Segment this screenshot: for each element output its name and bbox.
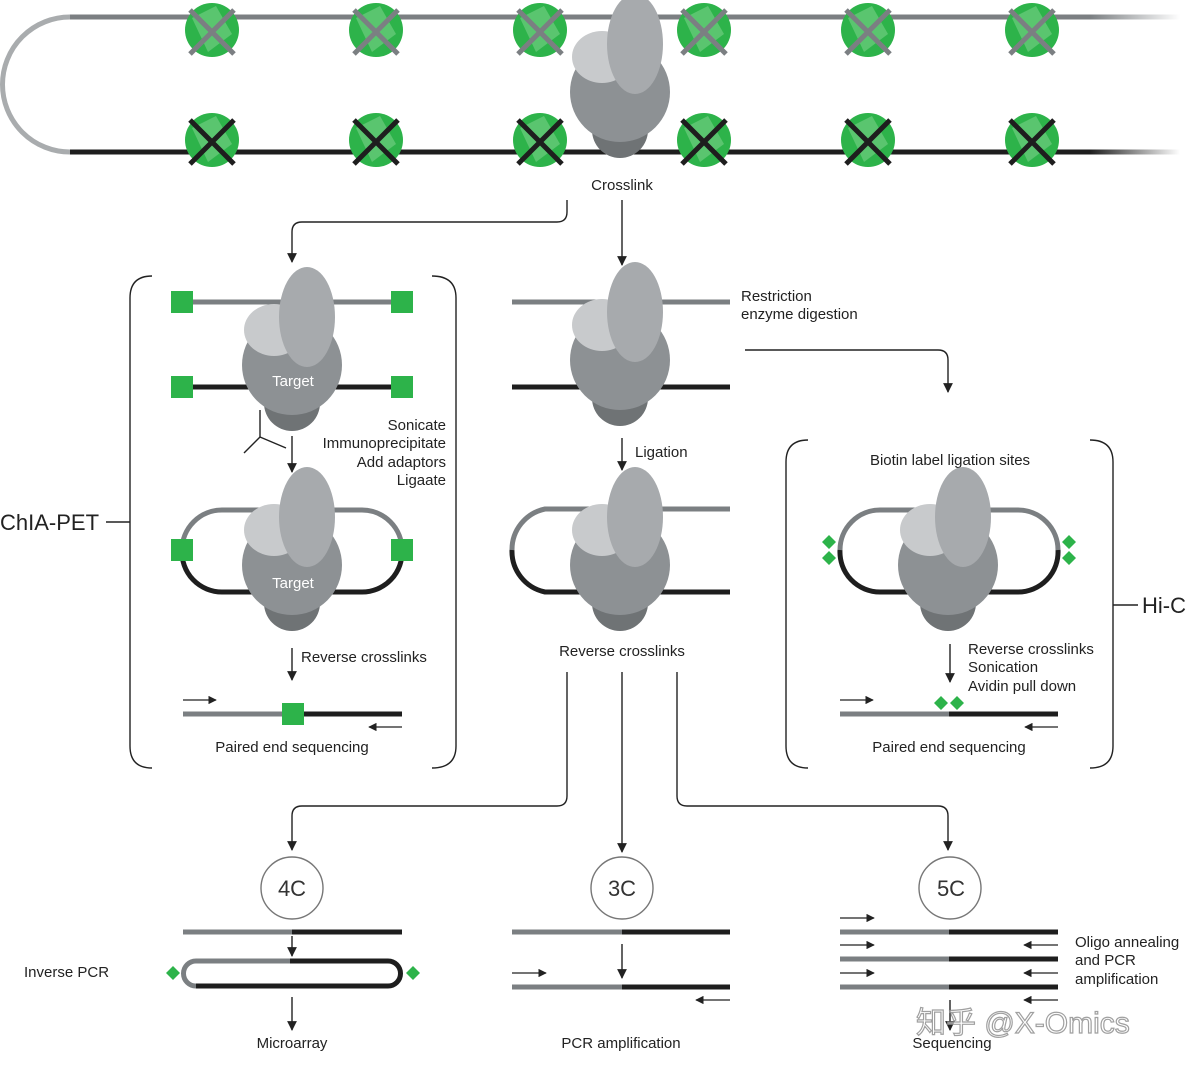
label-oligo-3: amplification bbox=[1075, 971, 1158, 988]
label-4c: 4C bbox=[278, 876, 306, 901]
biotin-diamond bbox=[1062, 535, 1076, 565]
protein-complex-digestion bbox=[570, 262, 670, 426]
antibody-icon bbox=[243, 410, 287, 454]
circle-4c bbox=[260, 856, 324, 920]
label-sonicate: Sonicate bbox=[388, 417, 446, 434]
label-hi-c: Hi-C bbox=[1142, 593, 1186, 618]
oligo-strands bbox=[840, 913, 1058, 1005]
adaptor-square bbox=[391, 376, 413, 398]
label-restriction-1: Restriction bbox=[741, 288, 812, 305]
bracket-right-close bbox=[1089, 439, 1114, 769]
label-5c: 5C bbox=[937, 876, 965, 901]
nucleosome bbox=[349, 3, 403, 57]
center-ligated-loop bbox=[509, 467, 730, 631]
bracket-left-open bbox=[129, 275, 153, 769]
label-hic-step-2: Sonication bbox=[968, 659, 1038, 676]
method-4c: 4C Inverse PCR Microarray bbox=[24, 856, 420, 1052]
label-hic-step-3: Avidin pull down bbox=[968, 678, 1076, 695]
adaptor-square bbox=[391, 539, 413, 561]
label-pcr-amplification: PCR amplification bbox=[561, 1035, 680, 1052]
adaptor-square bbox=[171, 376, 193, 398]
arrow-to-4c bbox=[287, 672, 568, 851]
label-restriction-2: enzyme digestion bbox=[741, 306, 858, 323]
dna-loop-left bbox=[0, 14, 71, 155]
chromatin-top: Crosslink bbox=[0, 0, 1180, 194]
label-microarray: Microarray bbox=[257, 1035, 328, 1052]
adaptor-square bbox=[171, 539, 193, 561]
nucleosome bbox=[1005, 3, 1059, 57]
nucleosome bbox=[1005, 113, 1059, 167]
watermark: 知乎 @X-Omics bbox=[916, 1007, 1130, 1040]
protein-complex-top bbox=[570, 0, 670, 158]
label-paired-end-chia: Paired end sequencing bbox=[215, 739, 368, 756]
label-crosslink: Crosslink bbox=[591, 177, 653, 194]
chia-pet-panel: ChIA-PET Target Sonicate Immunoprecipita… bbox=[0, 267, 457, 769]
label-paired-end-hic: Paired end sequencing bbox=[872, 739, 1025, 756]
label-target: Target bbox=[272, 373, 315, 390]
nucleosome bbox=[185, 113, 239, 167]
target-protein bbox=[242, 467, 342, 631]
biotin-diamond bbox=[822, 535, 836, 565]
label-oligo-1: Oligo annealing bbox=[1075, 934, 1179, 951]
hi-c-panel: Hi-C Biotin label ligation sites Reverse… bbox=[785, 439, 1186, 769]
label-3c: 3C bbox=[608, 876, 636, 901]
nucleosomes bbox=[185, 3, 1059, 167]
target-protein bbox=[242, 267, 342, 431]
method-5c: 5C Oligo annealing and PCR amplification… bbox=[840, 856, 1179, 1052]
label-inverse-pcr: Inverse PCR bbox=[24, 964, 109, 981]
nucleosome bbox=[513, 3, 567, 57]
circle-3c bbox=[590, 856, 654, 920]
arrow-to-chia-pet bbox=[287, 200, 568, 263]
nucleosome bbox=[185, 3, 239, 57]
label-ligaate: Ligaate bbox=[397, 472, 446, 489]
label-reverse-crosslinks-chia: Reverse crosslinks bbox=[301, 649, 427, 666]
nucleosome bbox=[841, 113, 895, 167]
nucleosome bbox=[513, 113, 567, 167]
center-digestion: Restriction enzyme digestion bbox=[512, 262, 858, 426]
label-immunoprecipitate: Immunoprecipitate bbox=[323, 435, 446, 452]
label-ligation: Ligation bbox=[635, 444, 688, 461]
adaptor-square bbox=[171, 291, 193, 313]
bracket-left-close bbox=[431, 275, 457, 769]
protein-complex-ligation bbox=[570, 467, 670, 631]
method-3c: 3C PCR amplification bbox=[512, 856, 730, 1052]
label-target: Target bbox=[272, 575, 315, 592]
label-chia-pet: ChIA-PET bbox=[0, 510, 99, 535]
arrow-to-5c bbox=[676, 672, 953, 851]
protein-complex-hi-c bbox=[898, 467, 998, 631]
arrow-to-hi-c bbox=[745, 349, 953, 393]
adaptor-square bbox=[391, 291, 413, 313]
bracket-right-open bbox=[785, 439, 809, 769]
label-reverse-crosslinks: Reverse crosslinks bbox=[559, 643, 685, 660]
nucleosome bbox=[677, 3, 731, 57]
label-sequencing: Sequencing bbox=[912, 1035, 991, 1052]
nucleosome bbox=[349, 113, 403, 167]
label-biotin: Biotin label ligation sites bbox=[870, 452, 1030, 469]
nucleosome bbox=[677, 113, 731, 167]
label-oligo-2: and PCR bbox=[1075, 952, 1136, 969]
nucleosome bbox=[841, 3, 895, 57]
circle-5c bbox=[918, 856, 982, 920]
label-hic-step-1: Reverse crosslinks bbox=[968, 641, 1094, 658]
label-add-adaptors: Add adaptors bbox=[357, 454, 446, 471]
